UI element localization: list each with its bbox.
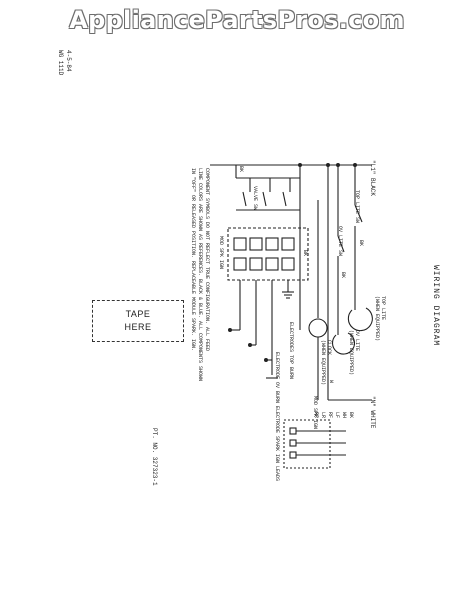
module-cell-2: [249, 237, 263, 251]
connector-pin-3: [289, 451, 297, 459]
electrode-spark-ign-leads-label: ELECTRODE SPARK IGN LEADS: [274, 406, 280, 482]
module-cell-7: [265, 257, 279, 271]
spark-module-outline: [227, 227, 309, 281]
valve-sw-label: VALVE SW: [252, 186, 258, 211]
module-cell-6: [249, 257, 263, 271]
pin-label-4: RF: [327, 412, 333, 419]
top-lite-junction-dot: [353, 163, 357, 167]
top-lite-switch-blade: [354, 204, 363, 223]
valve-sw-blade-1: [282, 191, 287, 207]
ov-lite-when-equipped: (WHEN EQUIPPED): [348, 330, 354, 376]
electrode-3-tip: [264, 358, 268, 362]
pin-label-2: WH: [341, 412, 347, 419]
connector-pin-1: [289, 427, 297, 435]
ov-lite-bulb: [332, 332, 356, 355]
tape-here-box: TAPE HERE: [92, 300, 184, 342]
valve-sw-blade-3: [242, 191, 247, 207]
ov-lite-switch-blade: [337, 235, 345, 253]
watermark-text: AppliancePartsPros.com: [69, 6, 405, 34]
module-cell-4: [281, 237, 295, 251]
here-label: HERE: [124, 322, 152, 332]
module-cell-8: [281, 257, 295, 271]
module-cell-5: [233, 257, 247, 271]
ov-lite-sw-label: OV LITE SW: [337, 226, 343, 257]
electrode-2-tip: [248, 343, 252, 347]
tape-label: TAPE: [125, 309, 151, 319]
module-cell-3: [265, 237, 279, 251]
wire-bk-label-2: BK: [340, 272, 346, 279]
pin-label-3: LF: [334, 412, 340, 419]
l1-black-label: "L1" BLACK: [369, 160, 376, 197]
n-white-label: "N" WHITE: [369, 396, 376, 429]
pin-label-6: RR: [313, 412, 319, 419]
clock-when-equipped: (WHEN EQUIPPED): [320, 340, 326, 386]
wire-bk-label-1: BK: [358, 240, 364, 247]
clock-label: CLOCK: [326, 340, 332, 356]
pin-label-5: LR: [320, 412, 326, 419]
valve-sw-blade-2: [262, 191, 267, 207]
electrode-ov-burn-label: ELECTRODE OV BURN: [274, 352, 280, 404]
electrodes-top-burn-label: ELECTRODES TOP BURN: [288, 322, 294, 380]
pin-label-1: BK: [348, 412, 354, 419]
electrode-1-tip: [228, 328, 232, 332]
ov-lite-label: OV LITE: [354, 330, 360, 352]
mod-spk-ign-label: MOD SPK IGN: [218, 236, 224, 270]
connector-pin-2: [289, 439, 297, 447]
wire-bk-label-4: BK: [238, 166, 244, 173]
ov-lite-junction-dot: [336, 163, 340, 167]
connector-block-outline: [283, 419, 331, 469]
top-lite-when-equipped: (WHEN EQUIPPED): [374, 296, 380, 342]
wire-wh-label: W: [328, 380, 334, 384]
top-lite-sw-label: TOP LITE SW: [354, 190, 360, 224]
top-lite-label: TOP LITE: [380, 296, 386, 321]
l1-n-junction-dot: [326, 163, 330, 167]
clock-circle: [308, 318, 328, 338]
top-lite-bulb: [347, 307, 373, 332]
module-feed-dot: [298, 163, 302, 167]
module-cell-1: [233, 237, 247, 251]
wire-bk-label-3: BK: [302, 250, 308, 257]
